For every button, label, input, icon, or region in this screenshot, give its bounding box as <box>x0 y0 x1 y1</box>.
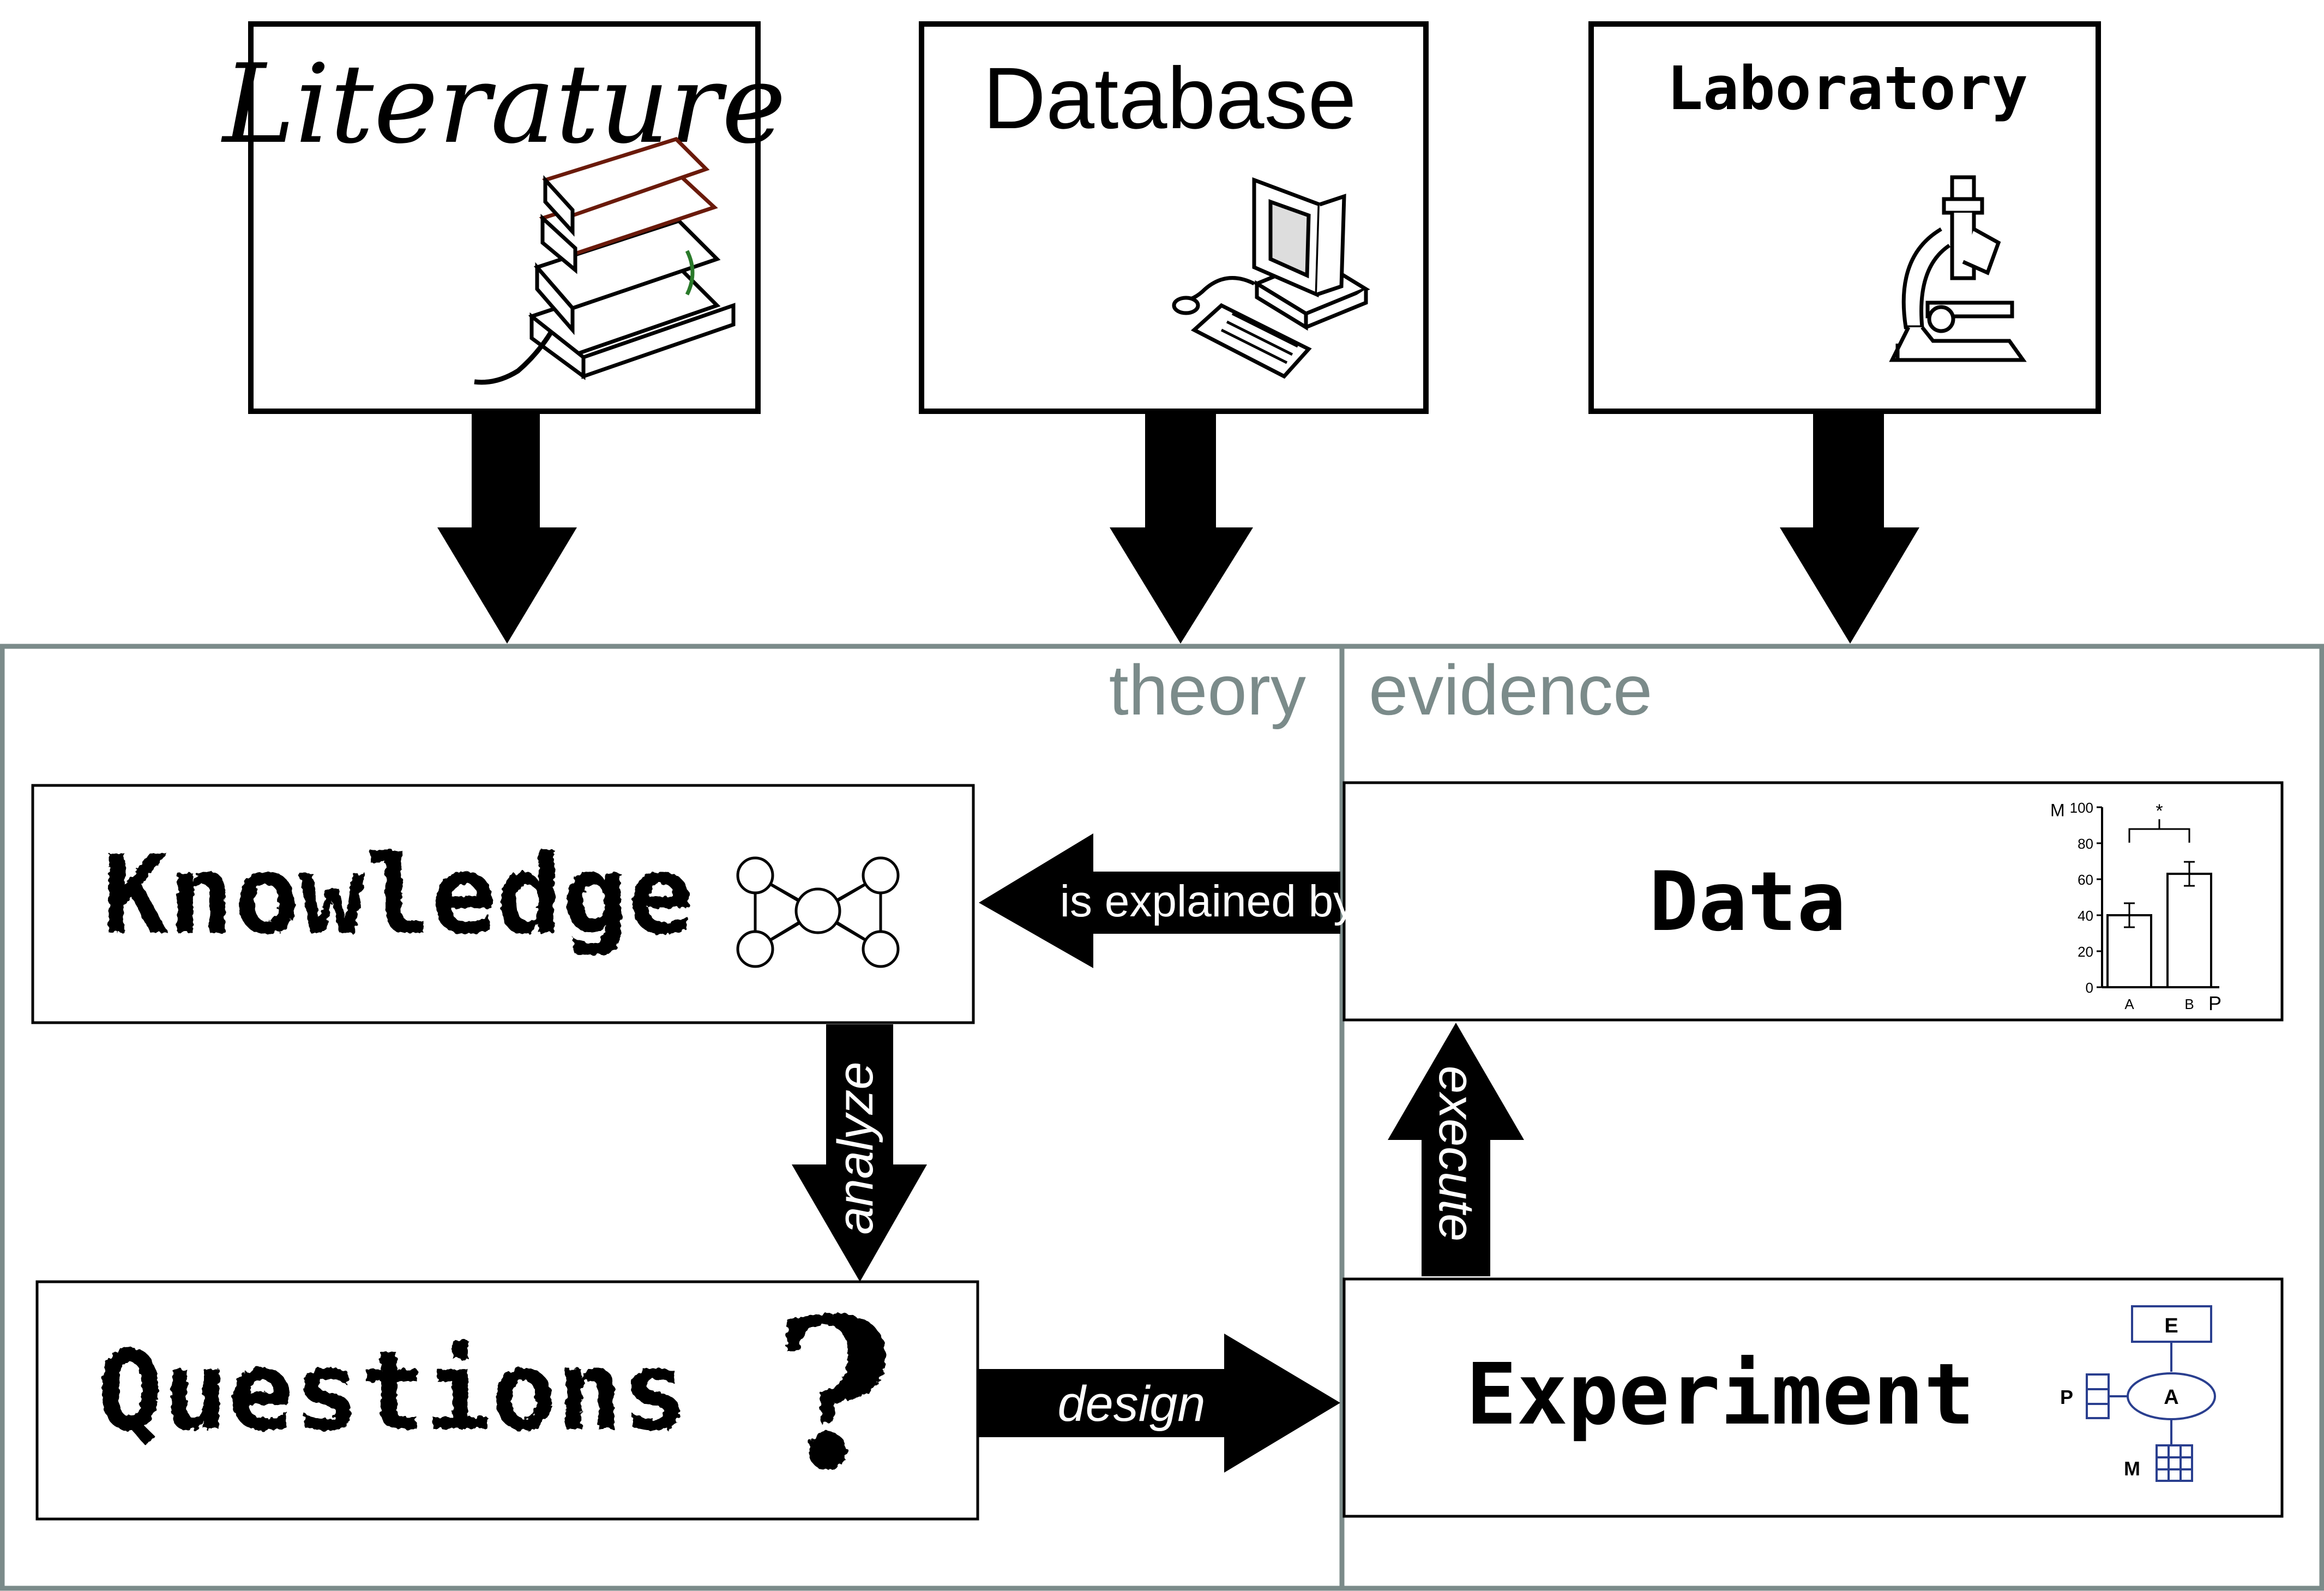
analyze-arrow: analyze <box>792 1024 927 1282</box>
books-icon <box>474 137 736 385</box>
chart-y-tick-label: 0 <box>2086 980 2093 996</box>
theory-label: theory <box>1109 650 1306 730</box>
chart-y-tick-label: 80 <box>2078 836 2093 852</box>
evidence-label: evidence <box>1369 650 1652 730</box>
literature-arrow <box>437 413 577 644</box>
evidence-panel: evidence <box>1339 644 2324 1591</box>
chart-bar <box>2166 873 2212 988</box>
knowledge-label: Knowledge <box>103 832 694 959</box>
experiment-label: Experiment <box>1466 1345 1974 1444</box>
design-label: design <box>1057 1376 1205 1432</box>
experiment-diagram-icon: E A P M <box>2060 1305 2216 1482</box>
diagram-output-label: M <box>2124 1457 2140 1480</box>
questions-box: Questions ? <box>35 1272 979 1521</box>
diagram-node-a: A <box>2164 1386 2178 1409</box>
chart-category-label: B <box>2184 996 2194 1012</box>
knowledge-box: Knowledge <box>31 784 975 1024</box>
laboratory-label: Laboratory <box>1667 53 2028 123</box>
execute-label: execute <box>1429 1066 1484 1241</box>
chart-y-tick-label: 100 <box>2070 800 2093 816</box>
literature-box: Literature <box>220 21 786 414</box>
literature-label: Literature <box>220 41 786 168</box>
diagram-node-e: E <box>2164 1314 2178 1337</box>
chart-y-tick-label: 60 <box>2078 872 2093 888</box>
design-arrow: design <box>979 1334 1340 1473</box>
database-arrow <box>1110 413 1253 644</box>
diagram-input-label: P <box>2060 1386 2073 1408</box>
is-explained-by-label: is explained by <box>1060 876 1356 926</box>
computer-icon <box>1172 177 1370 379</box>
network-icon <box>736 856 900 968</box>
questions-label: Questions <box>97 1328 688 1455</box>
question-mark-icon: ? <box>774 1272 895 1516</box>
chart-y-tick-label: 40 <box>2078 908 2093 924</box>
chart-y-axis-label: M <box>2050 801 2065 820</box>
experiment-box: Experiment E A P M <box>1342 1277 2284 1518</box>
database-label: Database <box>983 49 1357 147</box>
database-box: Database <box>919 21 1429 414</box>
is-explained-by-arrow: is explained by <box>979 833 1356 968</box>
microscope-icon <box>1889 175 2027 362</box>
analyze-label: analyze <box>828 1061 883 1234</box>
laboratory-arrow <box>1780 413 1919 644</box>
laboratory-box: Laboratory <box>1588 21 2101 414</box>
chart-category-label: A <box>2124 996 2134 1012</box>
chart-y-tick-label: 20 <box>2078 944 2093 960</box>
data-label: Data <box>1649 855 1846 950</box>
chart-significance-marker: * <box>2156 801 2163 821</box>
execute-arrow: execute <box>1388 1023 1524 1276</box>
chart-x-axis-label: P <box>2208 992 2221 1014</box>
